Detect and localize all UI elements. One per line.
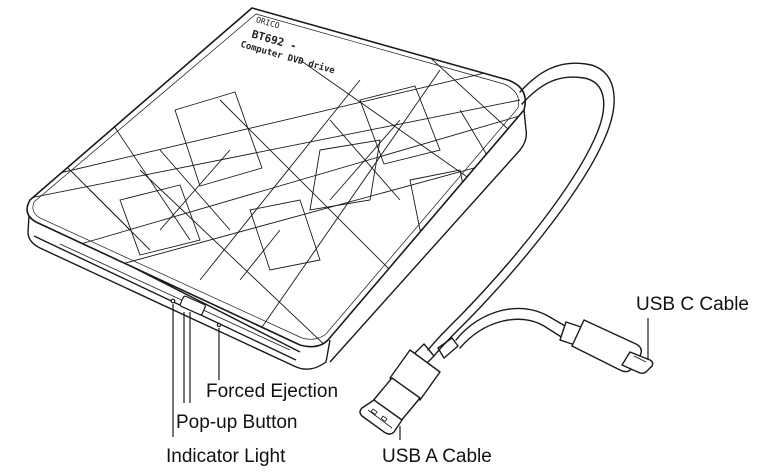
front-controls (170, 295, 222, 328)
drive-front-bottom-line (33, 235, 297, 361)
usb-c-cable-label: USB C Cable (636, 294, 749, 315)
cable-y-split (437, 337, 459, 359)
forced-ejection-hole[interactable] (216, 322, 222, 328)
usb-c-cable-run-outer (455, 307, 573, 341)
leader-lines (172, 304, 649, 440)
callout-labels: USB C Cable Forced Ejection Pop-up Butto… (166, 294, 749, 467)
drive-right-edge (329, 109, 528, 363)
popup-button-label: Pop-up Button (176, 412, 297, 433)
usb-c-connector (559, 319, 654, 375)
drive-front-edge (27, 199, 331, 370)
usb-c-cable-run-inner (459, 318, 567, 349)
indicator-light (170, 298, 176, 304)
indicator-light-label: Indicator Light (166, 446, 286, 467)
usb-a-connector (359, 349, 441, 435)
tray-slot-line (59, 243, 291, 351)
usb-cable (413, 62, 615, 365)
cable-loop-outer (433, 62, 615, 357)
forced-ejection-label: Forced Ejection (206, 381, 338, 402)
cable-loop-inner (427, 76, 605, 351)
geometric-pattern (27, 29, 526, 347)
drive-top-inner-border (32, 13, 520, 340)
popup-button[interactable] (179, 295, 206, 316)
usb-a-cable-label: USB A Cable (382, 446, 492, 467)
